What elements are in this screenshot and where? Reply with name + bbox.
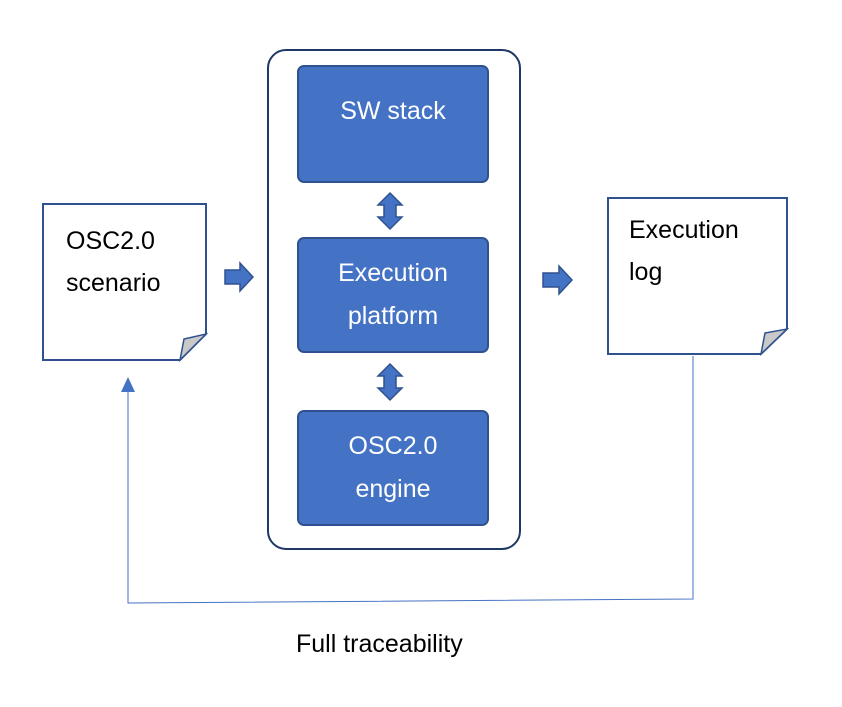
output-arrow-icon — [542, 264, 574, 296]
execution-platform-block — [297, 237, 489, 353]
sw-stack-label: SW stack — [298, 66, 488, 156]
input-document-fold — [178, 332, 209, 363]
osc-engine-line1: OSC2.0 — [348, 432, 438, 460]
output-document-fold — [759, 327, 790, 357]
output-document-line1: Execution — [629, 216, 739, 244]
sw-stack-text: SW stack — [340, 96, 446, 125]
output-document-line2: log — [629, 258, 663, 286]
osc-engine-block — [297, 410, 489, 526]
input-arrow-icon — [224, 261, 255, 293]
output-document-label: Execution log — [629, 209, 739, 293]
double-arrow-icon-top — [376, 191, 404, 231]
traceability-caption: Full traceability — [296, 630, 463, 658]
input-document-line1: OSC2.0 — [66, 227, 155, 255]
execution-platform-line2: platform — [347, 302, 439, 330]
traceability-connector — [127, 356, 694, 604]
execution-platform-line1: Execution — [338, 259, 448, 287]
execution-platform-label: Execution platform — [298, 248, 488, 342]
traceability-arrowhead-icon — [121, 377, 135, 392]
osc-engine-line2: engine — [355, 475, 431, 503]
double-arrow-icon-bottom — [376, 362, 404, 402]
sw-stack-block — [297, 65, 489, 183]
osc-engine-label: OSC2.0 engine — [298, 421, 488, 515]
input-document-label: OSC2.0 scenario — [66, 220, 161, 304]
input-document-line2: scenario — [66, 269, 161, 297]
